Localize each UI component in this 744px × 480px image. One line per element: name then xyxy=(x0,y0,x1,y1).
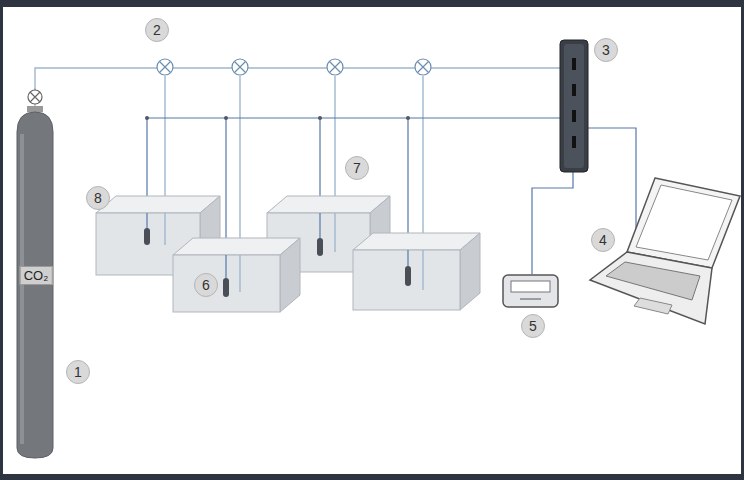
callout-number: 1 xyxy=(66,360,90,384)
gas-cylinder: CO₂ xyxy=(14,88,58,460)
callout-number: 7 xyxy=(345,156,369,180)
callout-number: 4 xyxy=(591,228,615,252)
cylinder-label: CO₂ xyxy=(20,266,53,285)
callout-number: 2 xyxy=(145,18,169,42)
callout-number: 6 xyxy=(194,273,218,297)
callout-number: 5 xyxy=(521,314,545,338)
callout-number: 8 xyxy=(86,186,110,210)
callout-number: 3 xyxy=(594,38,618,62)
